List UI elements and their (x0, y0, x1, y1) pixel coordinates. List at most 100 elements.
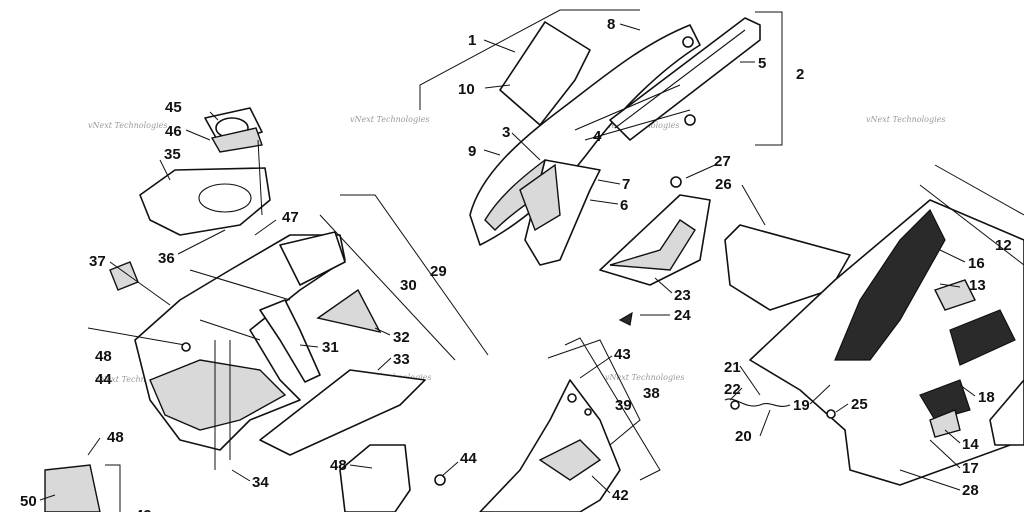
arrow-24 (618, 311, 633, 326)
intake-gasket-46 (210, 127, 263, 153)
bracket-31 (259, 299, 321, 383)
callout-38: 38 (643, 385, 660, 402)
callout-48-center: 48 (330, 457, 347, 474)
callout-33: 33 (393, 351, 410, 368)
callout-31: 31 (322, 339, 339, 356)
bracket-38 (547, 339, 641, 446)
screw-25 (826, 409, 836, 419)
callout-20: 20 (735, 428, 752, 445)
callout-27: 27 (714, 153, 731, 170)
fastener-43 (567, 393, 577, 403)
callout-5: 5 (758, 55, 766, 72)
leader-9 (483, 149, 501, 156)
bracket-1-right (934, 164, 1024, 216)
decal-14 (929, 409, 961, 438)
handlebar-pad-seam (614, 29, 746, 129)
bracket-44-48 (339, 444, 411, 512)
leader-42 (591, 475, 611, 494)
callout-14: 14 (962, 436, 979, 453)
callout-7: 7 (622, 176, 630, 193)
leader-26 (741, 184, 766, 226)
callout-50: 50 (20, 493, 37, 510)
callout-24: 24 (674, 307, 691, 324)
fastener-bottom (684, 114, 696, 126)
leader-48-bottom (87, 437, 101, 456)
leader-34 (231, 469, 251, 482)
callout-23: 23 (674, 287, 691, 304)
leader-46 (185, 129, 211, 141)
windshield-decal (499, 21, 591, 126)
handlebar-pad (609, 17, 761, 141)
leader-7 (597, 179, 621, 185)
callout-29: 29 (430, 263, 447, 280)
windshield-assembly (469, 17, 761, 266)
right-panel-graphic-18 (949, 309, 1016, 366)
callout-46: 46 (165, 123, 182, 140)
callout-35: 35 (164, 146, 181, 163)
leader-36 (177, 229, 226, 255)
leader-3 (511, 132, 541, 161)
leader-27 (685, 164, 716, 179)
duct-mount-line (257, 139, 263, 216)
watermark-2: vNext Technologies (350, 115, 429, 124)
intake-duct-hole (198, 183, 252, 213)
watermark-4: vNext Technologies (866, 115, 945, 124)
mirror-gasket (519, 163, 561, 232)
callouts: 1 2 3 4 5 6 7 8 9 10 12 13 14 16 17 18 1… (20, 16, 1012, 512)
bracket-2 (755, 11, 783, 146)
leader-19 (809, 384, 831, 405)
callout-37: 37 (89, 253, 106, 270)
bracket-12-right (919, 184, 1024, 266)
leader-31 (299, 344, 319, 348)
callout-9: 9 (468, 143, 476, 160)
leader-44-center (441, 461, 459, 477)
callout-18: 18 (978, 389, 995, 406)
watermark-6: vNext Technologies (605, 373, 684, 382)
callout-10: 10 (458, 81, 475, 98)
side-panel-23-inner (609, 219, 696, 271)
leader-18 (959, 384, 976, 397)
decal-37 (109, 261, 139, 291)
callout-28: 28 (962, 482, 979, 499)
decal-13 (934, 279, 976, 311)
bracket-39 (564, 337, 661, 481)
side-panel-decal (538, 439, 602, 481)
side-panel-assembly (479, 379, 621, 512)
nosepan-top-panel (279, 231, 346, 286)
leader-21 (739, 365, 761, 396)
callout-42: 42 (612, 487, 629, 504)
leader-1 (483, 39, 516, 53)
callout-43: 43 (614, 346, 631, 363)
callout-36: 36 (158, 250, 175, 267)
nosepan-assembly (87, 231, 426, 470)
leader-22 (729, 387, 743, 401)
fastener-top (682, 36, 694, 48)
leader-47 (254, 219, 277, 236)
callout-19: 19 (793, 397, 810, 414)
belly-pan-33 (259, 369, 426, 456)
callout-16: 16 (968, 255, 985, 272)
side-panel-23 (599, 194, 711, 286)
callout-12: 12 (995, 237, 1012, 254)
windshield-brace (574, 84, 691, 141)
callout-44-center: 44 (460, 450, 477, 467)
callout-48-bottom: 48 (107, 429, 124, 446)
decal-32 (316, 288, 382, 334)
callout-32: 32 (393, 329, 410, 346)
callout-4: 4 (593, 128, 602, 145)
panel-50 (44, 464, 101, 512)
callout-6: 6 (620, 197, 628, 214)
callout-13: 13 (969, 277, 986, 294)
callout-2: 2 (796, 66, 804, 83)
leader-13 (939, 283, 961, 288)
callout-22: 22 (724, 381, 741, 398)
leader-6 (589, 199, 619, 205)
bolt-head-48 (181, 342, 191, 352)
callout-49: 49 (135, 507, 152, 512)
watermark-8: vNext Technologies (95, 375, 174, 384)
bracket-49 (105, 464, 121, 512)
grommet-44 (434, 474, 446, 486)
callout-21: 21 (724, 359, 741, 376)
leader-28 (899, 469, 961, 491)
leader-10 (484, 84, 511, 89)
